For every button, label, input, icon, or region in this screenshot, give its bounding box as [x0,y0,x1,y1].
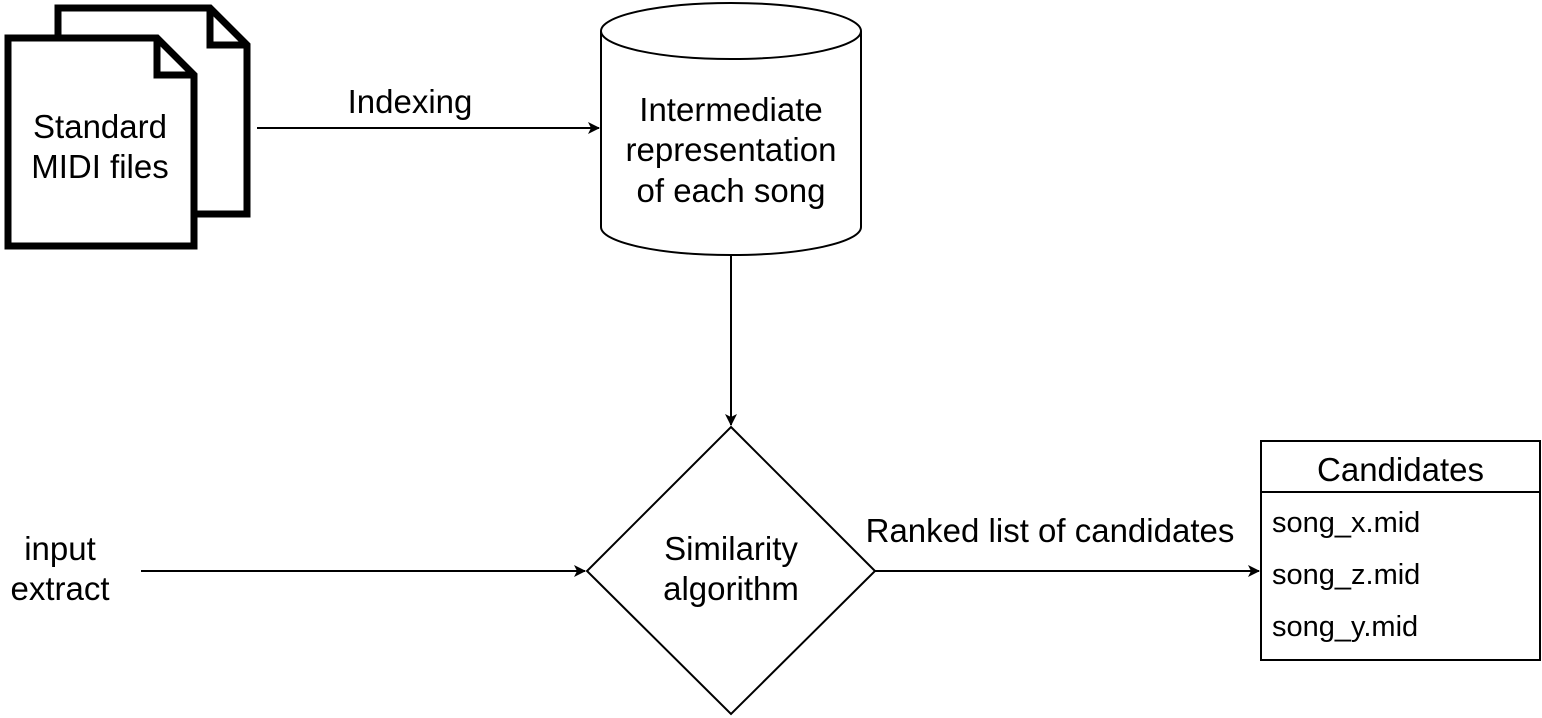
stacked-documents-icon [4,4,251,250]
files-label-line2: MIDI files [31,148,169,186]
files-label: Standard MIDI files [14,107,186,188]
input-label-line2: extract [10,570,110,608]
files-label-line1: Standard [33,108,167,145]
candidates-title: Candidates [1317,451,1484,488]
store-label-line3: of each song [636,171,826,209]
algorithm-label-line1: Similarity [664,530,798,567]
candidates-table [1260,440,1541,661]
candidate-item-3: song_y.mid [1272,611,1419,643]
database-cylinder-icon [600,2,862,256]
store-label: Intermediate representation of each song [601,90,861,211]
store-label-line2: representation [625,131,837,169]
ranked-label: Ranked list of candidates [865,512,1235,549]
indexing-label: Indexing [347,83,473,120]
candidate-item-2: song_z.mid [1272,559,1421,591]
algorithm-label: Similarity algorithm [630,529,832,610]
candidate-item-1: song_x.mid [1272,507,1421,539]
input-label-line1: input [24,530,96,567]
algorithm-label-line2: algorithm [663,570,799,608]
input-label: input extract [0,529,120,610]
similarity-diamond [585,425,877,716]
store-label-line1: Intermediate [639,91,823,128]
